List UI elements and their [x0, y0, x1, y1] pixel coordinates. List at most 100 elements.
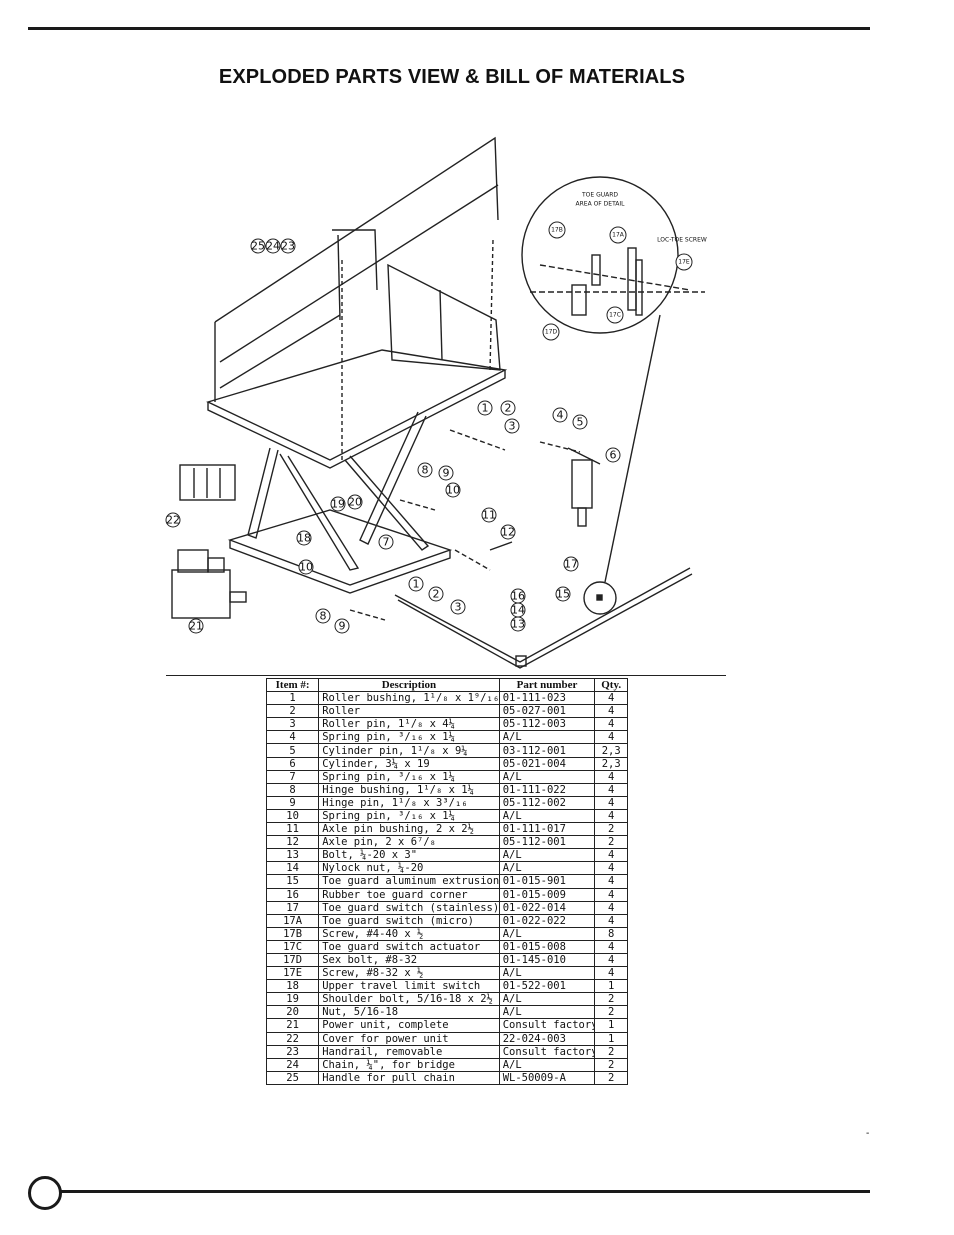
cell-qty: 2 — [594, 1005, 628, 1020]
callout-5: 5 — [577, 416, 584, 429]
callout-17a: 17A — [612, 232, 625, 239]
cell-description: Handle for pull chain — [318, 1070, 500, 1085]
cell-qty: 4 — [594, 887, 628, 902]
cell-description: Axle pin bushing, 2 x 2½ — [318, 822, 500, 837]
callout-10: 10 — [446, 484, 460, 497]
cell-description: Rubber toe guard corner — [318, 887, 500, 902]
page-title: EXPLODED PARTS VIEW & BILL OF MATERIALS — [218, 66, 686, 88]
cell-item: 19 — [265, 992, 320, 1007]
cell-qty: 4 — [594, 913, 628, 928]
cell-item: 21 — [265, 1018, 320, 1033]
cell-qty: 4 — [594, 704, 628, 719]
cell-item: 23 — [265, 1044, 320, 1059]
cell-part-number: A/L — [498, 926, 596, 941]
cell-part-number: A/L — [498, 1005, 596, 1020]
header-qty: Qty. — [594, 677, 628, 693]
callout-9b: 9 — [339, 620, 346, 633]
cell-qty: 4 — [594, 795, 628, 810]
cell-item: 18 — [265, 979, 320, 994]
cell-item: 16 — [265, 887, 320, 902]
cell-part-number: 01-145-010 — [498, 952, 596, 968]
callout-4: 4 — [557, 409, 564, 422]
header-description: Description — [318, 677, 500, 693]
callout-12: 12 — [501, 526, 515, 539]
base-frame — [227, 509, 453, 586]
power-unit-cover — [179, 464, 236, 501]
cell-description: Hinge pin, 1¹/₈ x 3³/₁₆ — [318, 795, 500, 810]
callout-21: 21 — [189, 620, 203, 633]
cell-description: Bolt, ¼-20 x 3" — [318, 848, 500, 863]
cell-qty: 4 — [594, 730, 628, 745]
footer-mark: - — [866, 1128, 870, 1139]
cell-part-number: 01-015-008 — [498, 939, 596, 954]
cell-part-number: 01-022-022 — [498, 913, 596, 928]
cell-description: Roller bushing, 1¹/₈ x 1⁹/₁₆ — [318, 691, 500, 706]
cell-part-number: 01-111-017 — [498, 822, 596, 837]
cell-description: Nylock nut, ¼-20 — [318, 861, 500, 876]
cell-part-number: A/L — [498, 769, 596, 784]
callout-17e: 17E — [678, 259, 690, 266]
cell-part-number: 03-112-001 — [498, 743, 596, 758]
cell-description: Spring pin, ³/₁₆ x 1¼ — [318, 808, 500, 824]
cell-qty: 4 — [594, 691, 628, 706]
callout-10b: 10 — [299, 561, 313, 574]
separator-rule — [166, 675, 726, 676]
cell-qty: 4 — [594, 939, 628, 954]
callout-3: 3 — [509, 420, 516, 433]
cell-description: Hinge bushing, 1¹/₈ x 1¼ — [318, 782, 500, 797]
cell-part-number: A/L — [498, 848, 596, 863]
cell-item: 13 — [265, 848, 320, 863]
cell-description: Toe guard aluminum extrusion — [318, 874, 500, 889]
cell-description: Handrail, removable — [318, 1044, 500, 1059]
cell-part-number: 01-015-901 — [498, 874, 596, 889]
header-part-number: Part number — [498, 677, 596, 693]
callout-23: 23 — [281, 240, 295, 253]
cell-item: 20 — [265, 1005, 320, 1020]
cell-part-number: WL-50009-A — [498, 1070, 596, 1085]
cell-part-number: 01-111-022 — [498, 782, 596, 797]
power-unit — [171, 569, 231, 619]
top-rule — [28, 27, 870, 30]
cell-qty: 1 — [594, 979, 628, 994]
callout-17c: 17C — [609, 312, 621, 319]
cell-part-number: A/L — [498, 966, 596, 981]
toe-guard-switch-circle — [583, 581, 617, 615]
cell-qty: 2 — [594, 992, 628, 1007]
cell-qty: 4 — [594, 848, 628, 863]
callout-3b: 3 — [455, 601, 462, 614]
cell-item: 10 — [265, 808, 320, 824]
cell-part-number: Consult factory — [498, 1044, 596, 1059]
callout-17: 17 — [564, 558, 578, 571]
callout-24: 24 — [266, 240, 280, 253]
cell-qty: 4 — [594, 769, 628, 784]
cell-qty: 4 — [594, 874, 628, 889]
callout-9: 9 — [443, 467, 450, 480]
cell-item: 1 — [265, 691, 320, 706]
cell-description: Nut, 5/16-18 — [318, 1005, 500, 1020]
cell-description: Axle pin, 2 x 6⁷/₈ — [318, 835, 500, 850]
cell-qty: 4 — [594, 966, 628, 981]
callout-1: 1 — [482, 402, 489, 415]
cell-description: Cylinder, 3¼ x 19 — [318, 756, 500, 771]
cell-description: Screw, #8-32 x ½ — [318, 966, 500, 981]
cell-qty: 2,3 — [594, 756, 628, 771]
cell-description: Toe guard switch (stainless) — [318, 900, 500, 915]
cell-part-number: 05-112-002 — [498, 795, 596, 810]
cell-item: 5 — [265, 743, 320, 758]
cell-item: 17A — [265, 913, 320, 928]
